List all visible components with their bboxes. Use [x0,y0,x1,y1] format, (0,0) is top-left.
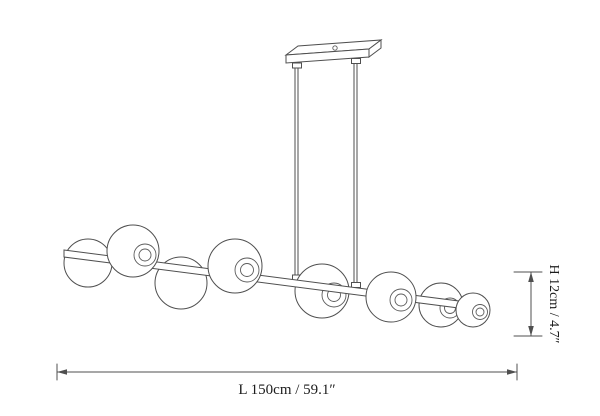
glass-globe-6 [365,271,417,323]
globe-2-opening-ring [133,243,157,267]
glass-globe-2 [106,224,160,278]
length-label: L 150cm / 59.1″ [238,382,335,398]
rod-connector-top-left [292,62,302,69]
length-arrow-right-icon [507,369,517,375]
height-label: H 12cm / 4.7″ [546,265,561,344]
height-arrow-up-icon [528,272,534,282]
rod-connector-top-right [351,58,361,64]
globe-8-opening-ring [472,304,488,320]
globe-2-bulb [138,248,152,262]
globe-6-opening-ring [389,288,413,312]
height-arrow-down-icon [528,326,534,336]
globe-8-bulb [475,307,485,317]
length-dimension: L 150cm / 59.1″ [56,363,518,398]
canopy-front-face [285,48,370,64]
canopy-screw [332,45,338,51]
length-arrow-left-icon [57,369,67,375]
ceiling-canopy [284,39,383,64]
globe-4-opening-ring [234,257,260,283]
globe-5-opening-ring [321,282,347,308]
glass-globe-1 [63,238,113,288]
globe-6-bulb [394,293,408,307]
front-globes [106,224,491,328]
height-dimension: H 12cm / 4.7″ [513,265,561,344]
glass-globe-4 [207,238,263,294]
suspension-rods [292,58,361,290]
rod-connector-bottom-right [351,282,361,288]
globe-4-bulb [240,263,254,277]
